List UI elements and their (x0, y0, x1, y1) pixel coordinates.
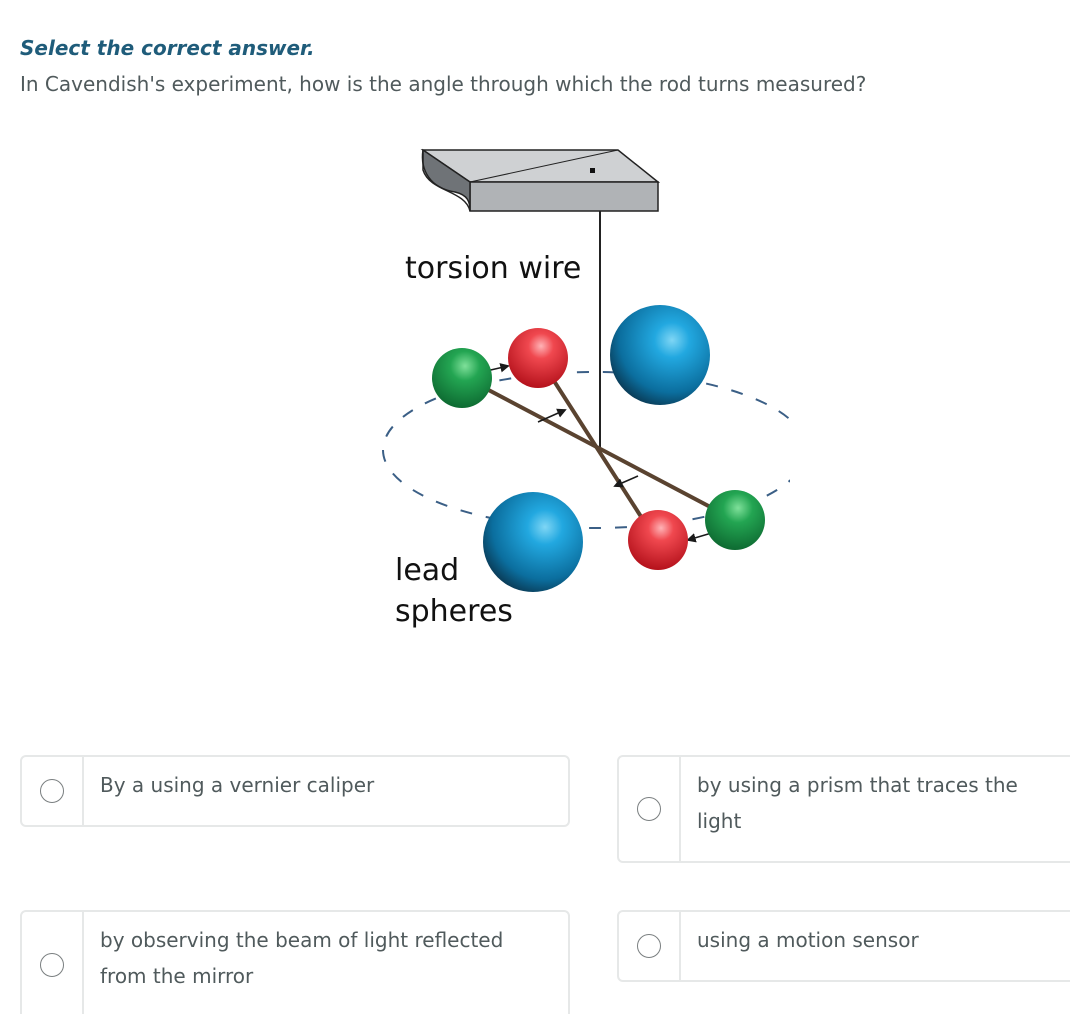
radio-button-b[interactable] (637, 797, 661, 821)
answer-option-c[interactable]: by observing the beam of light reflected… (20, 910, 570, 1014)
answer-label-a: By a using a vernier caliper (100, 773, 375, 797)
small-sphere-red-top (508, 328, 568, 388)
answer-option-d[interactable]: using a motion sensor (617, 910, 1070, 982)
large-sphere-front (483, 492, 583, 592)
radio-cell (619, 912, 681, 980)
answer-label-d: using a motion sensor (697, 928, 919, 952)
small-sphere-green-left (432, 348, 492, 408)
small-sphere-green-right (705, 490, 765, 550)
radio-cell (22, 757, 84, 825)
lead-spheres-label-line2: spheres (395, 594, 513, 629)
answer-option-a[interactable]: By a using a vernier caliper (20, 755, 570, 827)
answer-option-b[interactable]: by using a prism that traces the light (617, 755, 1070, 863)
radio-cell (22, 912, 84, 1014)
radio-button-a[interactable] (40, 779, 64, 803)
lead-spheres-label-line1: lead (395, 553, 459, 588)
arrow-3 (613, 475, 639, 488)
rod-red (536, 354, 658, 542)
ceiling-support (420, 148, 661, 212)
answer-label-c: by observing the beam of light reflected… (100, 928, 504, 988)
large-sphere-back (610, 305, 710, 405)
orbit-path (382, 371, 790, 529)
radio-button-d[interactable] (637, 934, 661, 958)
cavendish-diagram: torsion wire lead spheres (370, 140, 790, 640)
small-sphere-red-bottom (628, 510, 688, 570)
instruction-text: Select the correct answer. (20, 36, 315, 60)
question-text: In Cavendish's experiment, how is the an… (20, 72, 867, 96)
torsion-wire-label: torsion wire (405, 251, 581, 286)
answer-label-b: by using a prism that traces the light (697, 773, 1018, 833)
radio-button-c[interactable] (40, 953, 64, 977)
radio-cell (619, 757, 681, 861)
arrow-2 (537, 408, 567, 423)
cavendish-diagram-svg: torsion wire lead spheres (382, 148, 790, 629)
